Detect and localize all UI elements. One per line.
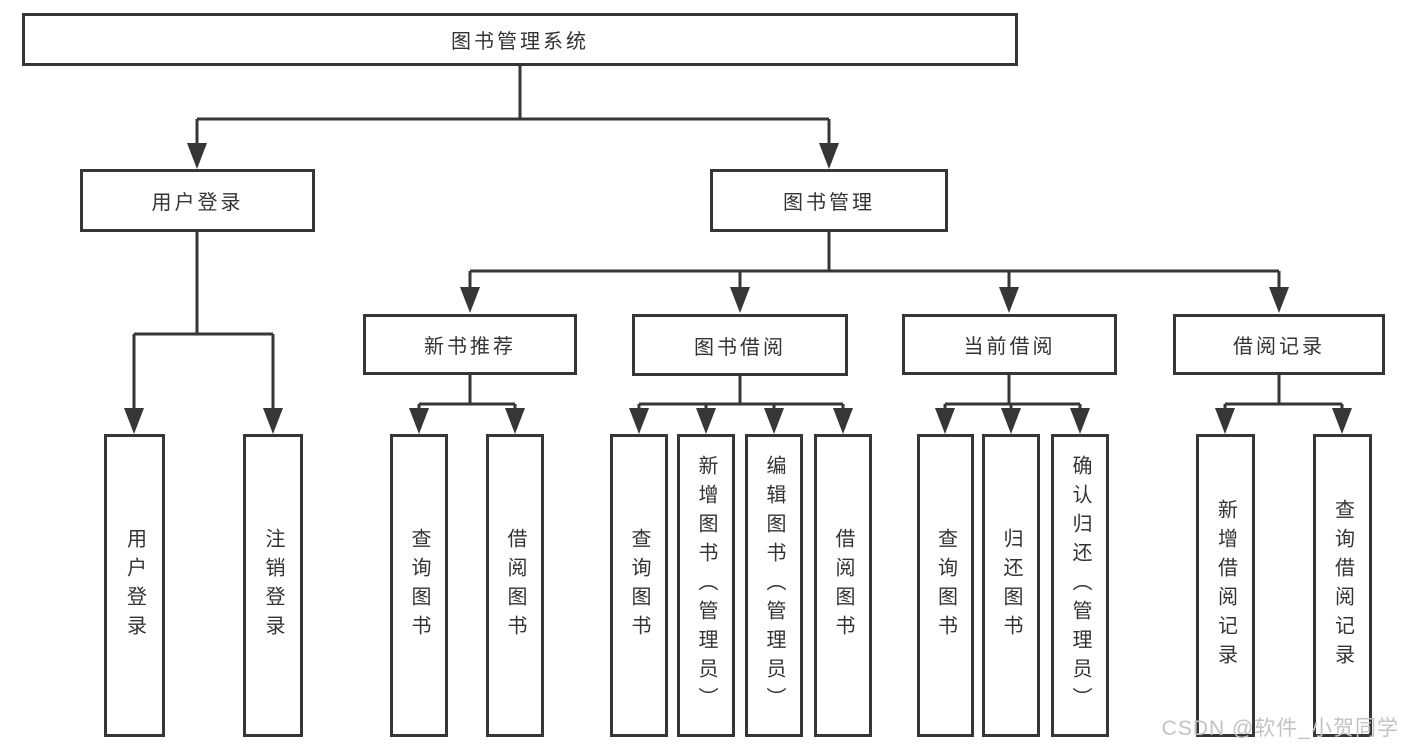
arrow-down-icon — [505, 408, 525, 434]
node-book-management: 图书管理 — [710, 169, 948, 232]
arrow-down-icon — [1332, 408, 1352, 434]
arrow-down-icon — [1070, 408, 1090, 434]
arrow-down-icon — [1215, 408, 1235, 434]
leaf-query-books-current: 查询图书 — [917, 434, 974, 737]
leaf-edit-book-admin: 编辑图书（管理员） — [745, 434, 803, 737]
leaf-return-book: 归还图书 — [982, 434, 1040, 737]
leaf-confirm-return-admin: 确认归还（管理员） — [1051, 434, 1109, 737]
leaf-query-books-borrow: 查询图书 — [610, 434, 668, 737]
arrow-down-icon — [999, 287, 1019, 313]
arrow-down-icon — [1269, 287, 1289, 313]
connector-group-current — [943, 375, 1082, 412]
leaf-borrow-books-borrow: 借阅图书 — [814, 434, 872, 737]
arrow-down-icon — [409, 408, 429, 434]
node-root: 图书管理系统 — [22, 13, 1018, 66]
connector-user-branch — [132, 232, 275, 412]
connector-shafts — [132, 65, 1344, 412]
connector-group-records — [1223, 375, 1344, 412]
connector-group-borrow — [637, 376, 845, 412]
arrow-down-icon — [935, 408, 955, 434]
arrow-down-icon — [263, 408, 283, 434]
node-current-borrow: 当前借阅 — [902, 314, 1117, 375]
node-new-book-recommend: 新书推荐 — [363, 314, 577, 375]
arrow-down-icon — [833, 408, 853, 434]
connector-group-recommend — [417, 375, 517, 412]
leaf-query-books-recommend: 查询图书 — [390, 434, 448, 737]
arrow-down-icon — [187, 143, 207, 169]
leaf-add-borrow-record: 新增借阅记录 — [1196, 434, 1255, 737]
arrow-down-icon — [629, 408, 649, 434]
leaf-add-book-admin: 新增图书（管理员） — [677, 434, 735, 737]
node-book-borrow: 图书借阅 — [632, 314, 848, 376]
connector-root — [195, 65, 831, 146]
leaf-user-login: 用户登录 — [104, 434, 165, 737]
arrow-down-icon — [460, 287, 480, 313]
leaf-borrow-books-recommend: 借阅图书 — [486, 434, 544, 737]
connector-book-branch — [468, 232, 1281, 290]
leaf-query-borrow-record: 查询借阅记录 — [1313, 434, 1372, 737]
node-user-login: 用户登录 — [80, 169, 315, 232]
arrow-down-icon — [696, 408, 716, 434]
arrow-down-icon — [1001, 408, 1021, 434]
arrow-down-icon — [764, 408, 784, 434]
watermark: CSDN @软件_小贺同学 — [1161, 717, 1399, 740]
arrow-down-icon — [730, 287, 750, 313]
leaf-logout: 注销登录 — [243, 434, 303, 737]
arrow-down-icon — [819, 143, 839, 169]
arrow-down-icons — [124, 143, 1352, 434]
arrow-down-icon — [124, 408, 144, 434]
node-borrow-records: 借阅记录 — [1173, 314, 1385, 375]
